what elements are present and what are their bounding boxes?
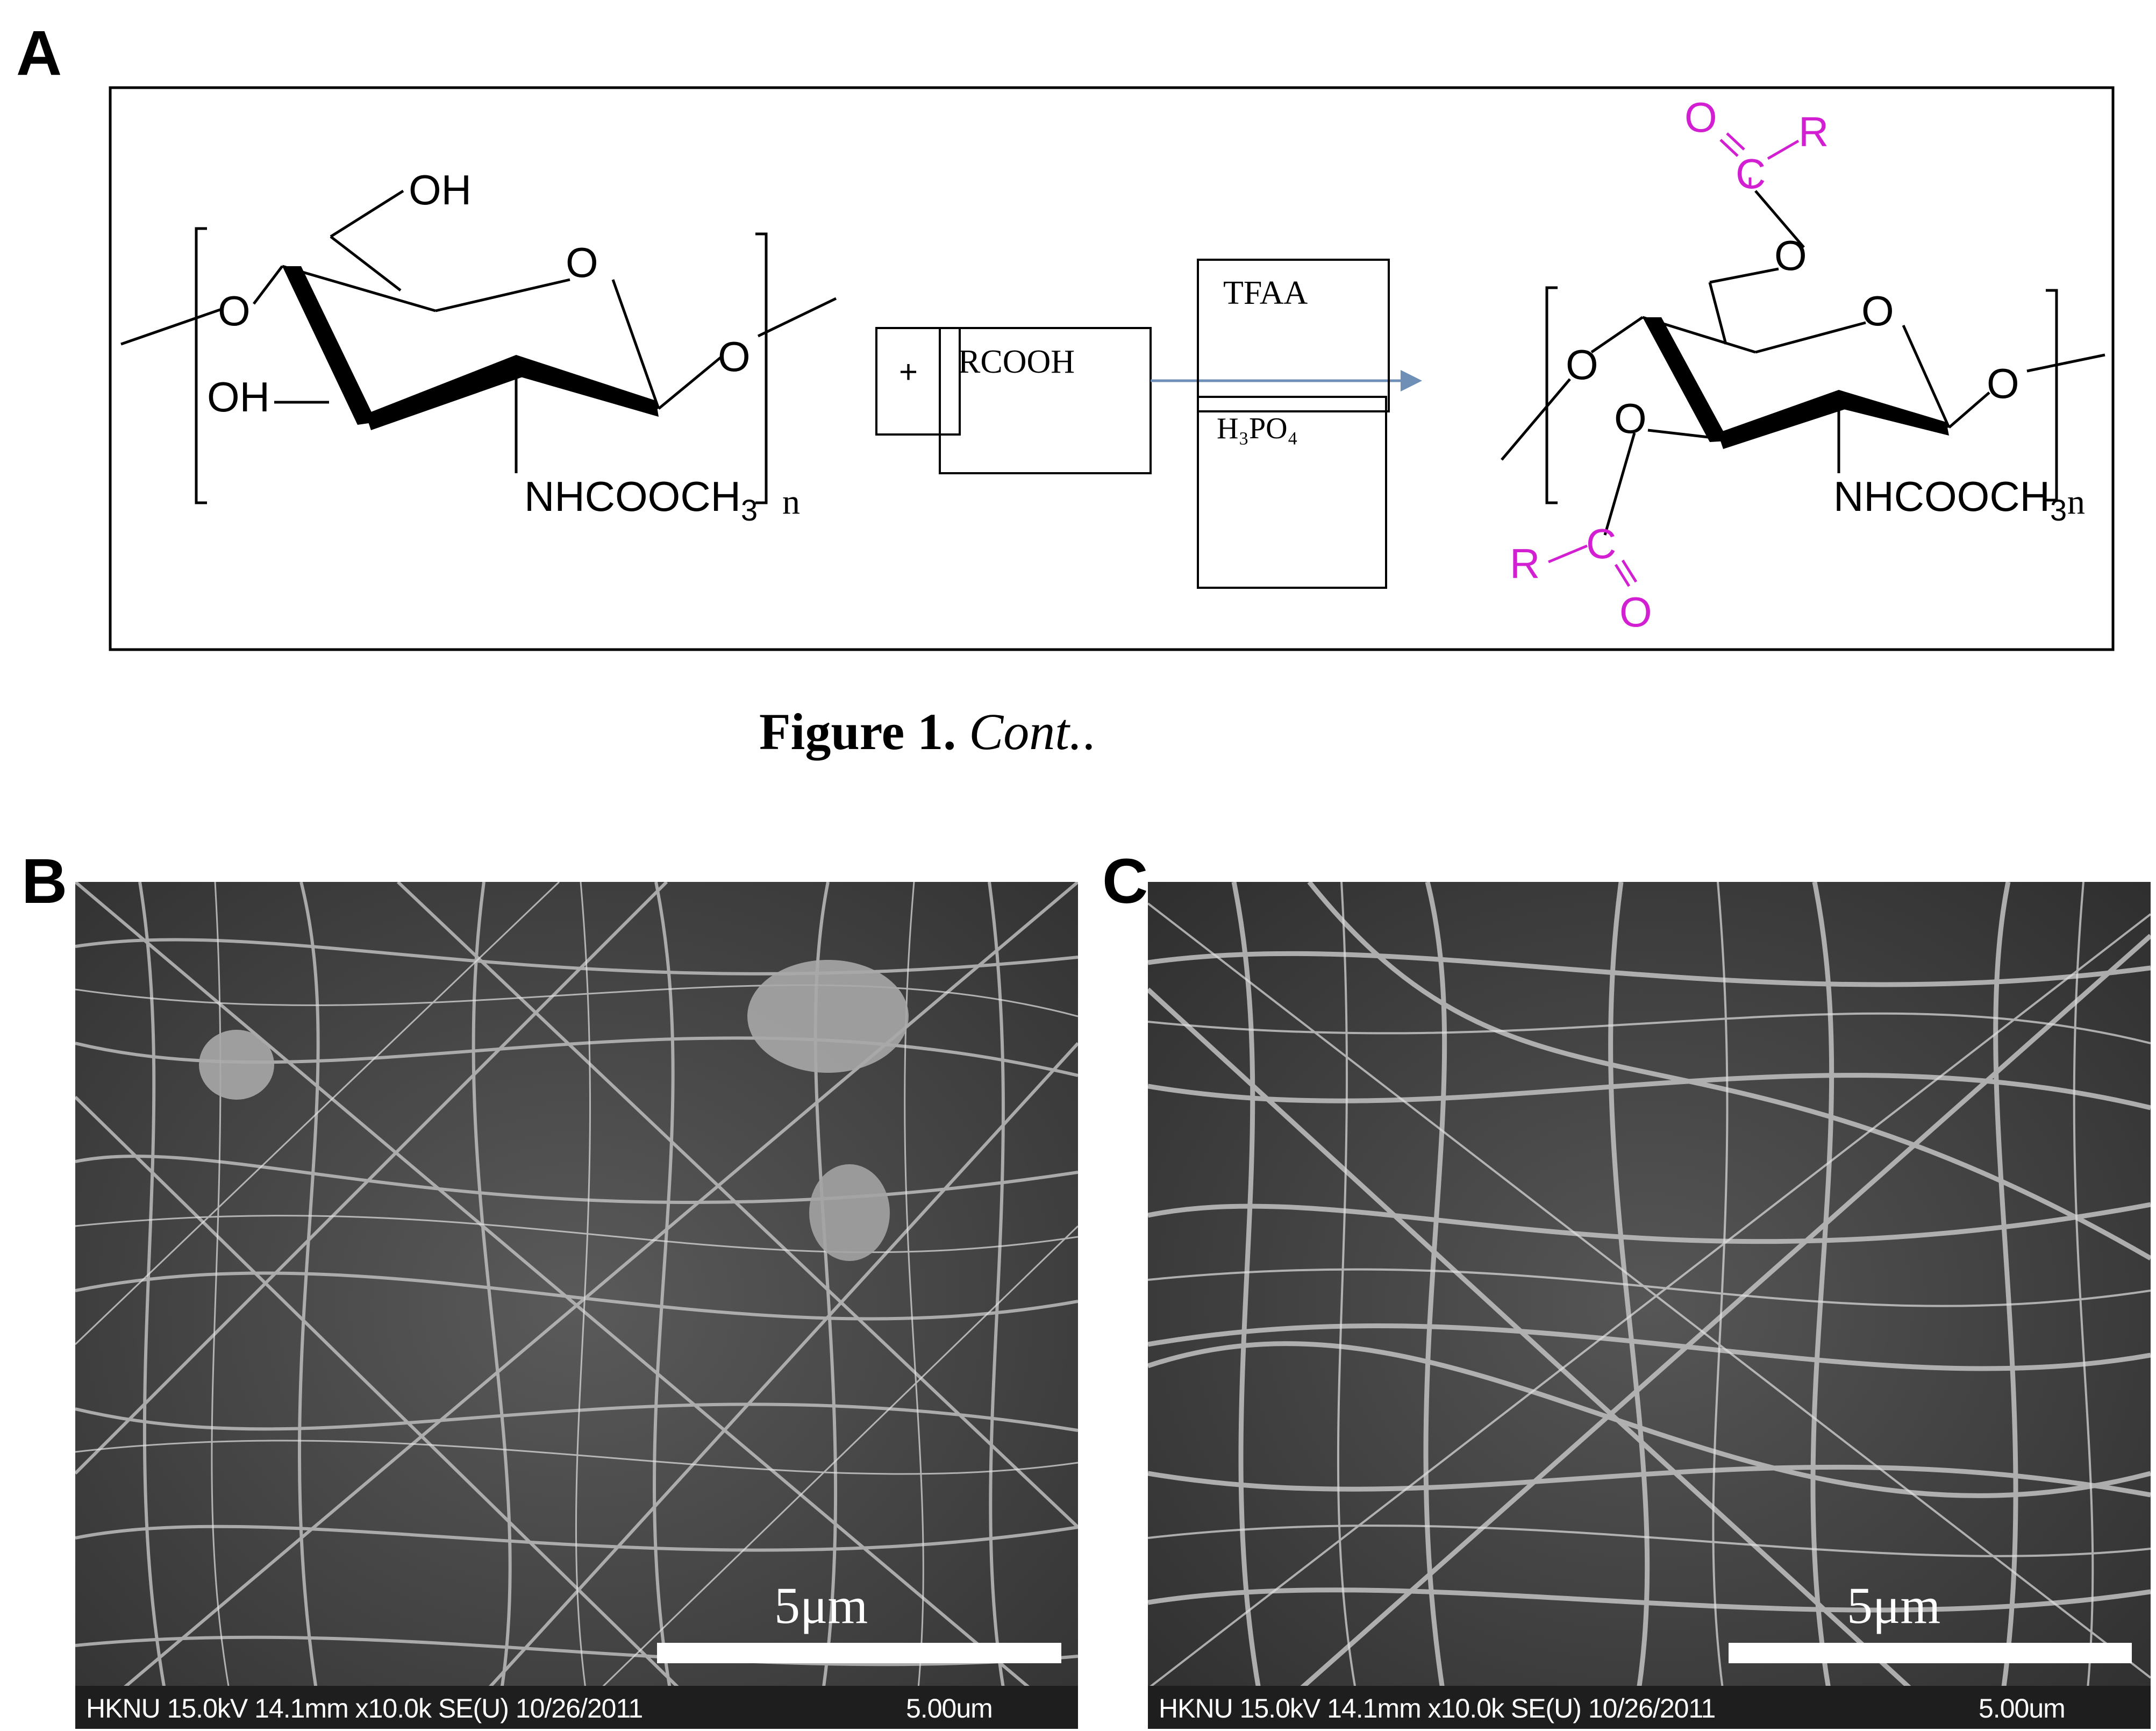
product-nh: NHCOOCH3 xyxy=(1833,473,2067,527)
panel-letter-b: B xyxy=(22,846,68,917)
catalyst-h3po4: H₃PO₄ xyxy=(1217,412,1298,445)
reagent-group: + RCOOH xyxy=(875,327,1152,474)
acyl-bottom-c: C xyxy=(1586,520,1616,567)
product-o6: O xyxy=(1774,232,1807,279)
reagent-rcooh: RCOOH xyxy=(958,344,1075,380)
plus-sign: + xyxy=(899,354,918,390)
sem-scale-value-c: 5.00um xyxy=(1979,1693,2066,1723)
sem-info-b: HKNU 15.0kV 14.1mm x10.0k SE(U) 10/26/20… xyxy=(86,1693,643,1723)
scale-bar-c xyxy=(1729,1643,2132,1663)
product-o-left: O xyxy=(1566,341,1598,388)
reactant-o-right: O xyxy=(718,333,751,380)
reactant-nh: NHCOOCH3 xyxy=(524,473,758,527)
acyl-bottom-o: O xyxy=(1619,588,1652,636)
sem-fiber-texture-b xyxy=(75,882,1078,1729)
scale-label-c: 5μm xyxy=(1847,1577,1941,1634)
product-o-right: O xyxy=(1987,360,2019,407)
product-repeat-n: n xyxy=(2067,482,2085,522)
figure-caption-text: Cont. xyxy=(969,703,1082,760)
reactant-ring-o: O xyxy=(566,239,598,286)
figure-label: Figure 1. xyxy=(759,703,956,760)
reactant-o-left: O xyxy=(218,287,251,334)
reaction-scheme: OH O O O OH NHCOOCH3 n + RCOOH TFAA H₃PO… xyxy=(109,86,2115,651)
catalyst-tfaa: TFAA xyxy=(1223,275,1308,311)
reactant-oh-top: OH xyxy=(409,166,472,213)
scheme-frame xyxy=(109,86,2115,651)
sem-image-c: 5μm HKNU 15.0kV 14.1mm x10.0k SE(U) 10/2… xyxy=(1148,882,2151,1729)
acyl-group-top: O C R xyxy=(1684,94,1829,197)
catalyst-group: TFAA H₃PO₄ xyxy=(1197,259,1390,589)
product-ring-o: O xyxy=(1861,287,1894,334)
scale-bar-b xyxy=(657,1643,1061,1663)
sem-info-bar-c xyxy=(1148,1686,2151,1729)
reactant-structure: OH O O O OH NHCOOCH3 n xyxy=(120,166,837,527)
figure-caption: Figure 1. Cont.. xyxy=(759,703,1095,760)
panel-letter-a: A xyxy=(16,18,62,89)
product-o3: O xyxy=(1614,395,1647,442)
sem-fiber-texture-c xyxy=(1148,882,2151,1729)
product-structure: O O O O O NHCOOCH3 n O C R R C O xyxy=(1501,94,2105,636)
reaction-arrow xyxy=(1151,370,1422,391)
sem-info-c: HKNU 15.0kV 14.1mm x10.0k SE(U) 10/26/20… xyxy=(1159,1693,1716,1723)
acyl-bottom-r: R xyxy=(1510,540,1540,587)
acyl-top-r: R xyxy=(1798,108,1829,155)
reactant-oh-left: OH xyxy=(207,373,270,421)
acyl-top-o: O xyxy=(1684,94,1717,141)
panel-letter-c: C xyxy=(1102,846,1148,917)
acyl-group-bottom: R C O xyxy=(1510,520,1652,636)
sem-info-bar-b xyxy=(75,1686,1078,1729)
acyl-top-c: C xyxy=(1736,150,1766,197)
sem-scale-value-b: 5.00um xyxy=(906,1693,993,1723)
sem-image-b: 5μm HKNU 15.0kV 14.1mm x10.0k SE(U) 10/2… xyxy=(75,882,1078,1729)
scale-label-b: 5μm xyxy=(774,1577,868,1634)
reactant-repeat-n: n xyxy=(782,482,800,522)
